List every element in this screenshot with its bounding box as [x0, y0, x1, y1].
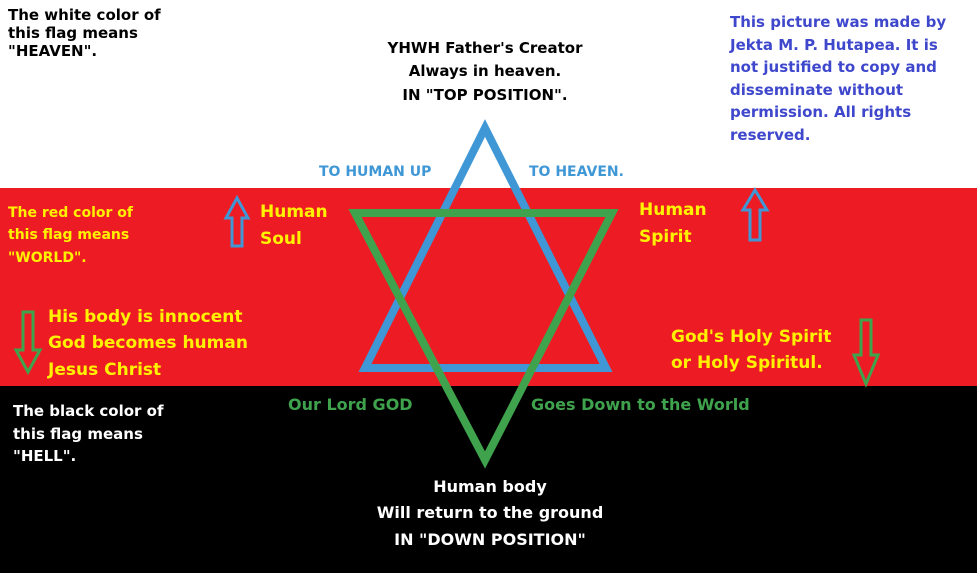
hell-meaning-text: The black color of this flag means "HELL…: [13, 402, 164, 465]
down-arrow-icon: [13, 310, 43, 376]
jesus-christ-text: His body is innocent God becomes human J…: [48, 307, 248, 380]
to-human-up-label: TO HUMAN UP: [319, 164, 432, 180]
up-arrow-icon: [223, 194, 251, 248]
down-arrow-icon: [851, 318, 881, 388]
upward-triangle: [358, 119, 613, 372]
world-meaning-text: The red color of this flag means "WORLD"…: [8, 205, 134, 266]
heaven-meaning-text: The white color of this flag means "HEAV…: [8, 6, 161, 60]
top-position-text: YHWH Father's Creator Always in heaven. …: [387, 39, 583, 104]
up-arrow-icon: [740, 187, 770, 242]
downward-triangle: [348, 209, 619, 469]
our-lord-god-label: Our Lord GOD: [288, 395, 413, 414]
holy-spirit-text: God's Holy Spirit or Holy Spiritul.: [671, 327, 832, 374]
black-band-hell: [0, 386, 977, 573]
to-heaven-label: TO HEAVEN.: [529, 164, 624, 180]
white-band-heaven: [0, 0, 977, 188]
down-position-text: Human body Will return to the ground IN …: [376, 477, 604, 549]
human-spirit-label: Human Spirit: [639, 200, 707, 248]
human-soul-label: Human Soul: [260, 202, 328, 250]
red-band-world: [0, 188, 977, 386]
copyright-notice: This picture was made by Jekta M. P. Hut…: [730, 13, 947, 144]
goes-down-label: Goes Down to the World: [531, 395, 750, 414]
